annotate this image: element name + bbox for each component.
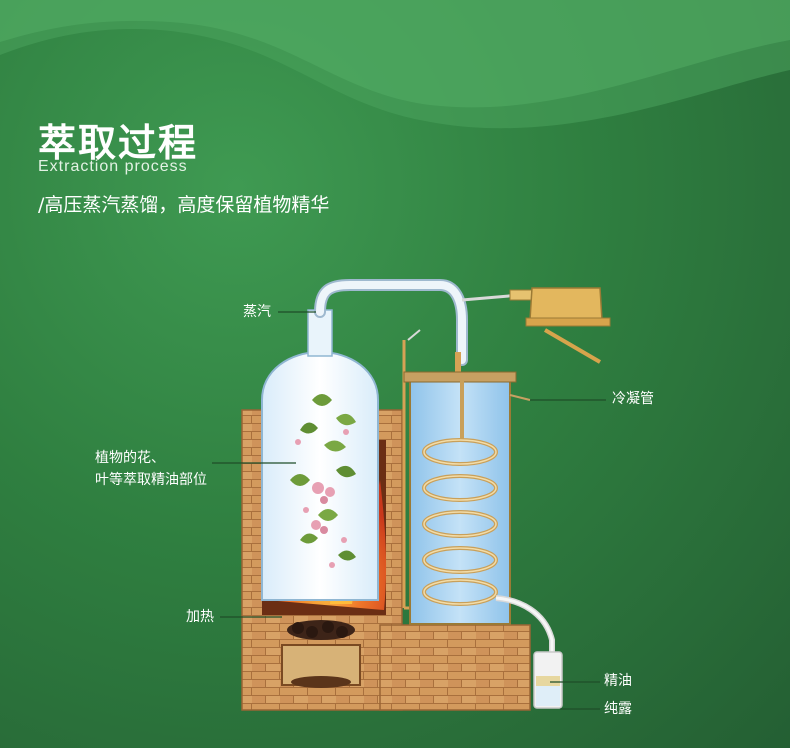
- page-subtitle-en: Extraction process: [38, 158, 188, 175]
- label-plant-line1: 植物的花、: [95, 450, 165, 466]
- condenser: [403, 371, 555, 660]
- label-hydrosol: 纯露: [604, 701, 632, 717]
- label-condenser: 冷凝管: [612, 391, 654, 407]
- firebox: [281, 620, 361, 688]
- flask: [261, 309, 379, 601]
- gauge: [402, 287, 611, 610]
- label-steam: 蒸汽: [243, 304, 271, 320]
- page-tagline: /高压蒸汽蒸馏，高度保留植物精华: [38, 194, 330, 216]
- header-wave: [0, 0, 790, 129]
- leader-lines: [212, 311, 606, 710]
- label-essential-oil: 精油: [604, 673, 632, 689]
- label-plant-line2: 叶等萃取精油部位: [95, 472, 207, 488]
- collection-vessel: [533, 651, 563, 709]
- page-title: 萃取过程: [38, 121, 199, 165]
- label-heating: 加热: [186, 609, 214, 625]
- plant-material: [290, 394, 356, 568]
